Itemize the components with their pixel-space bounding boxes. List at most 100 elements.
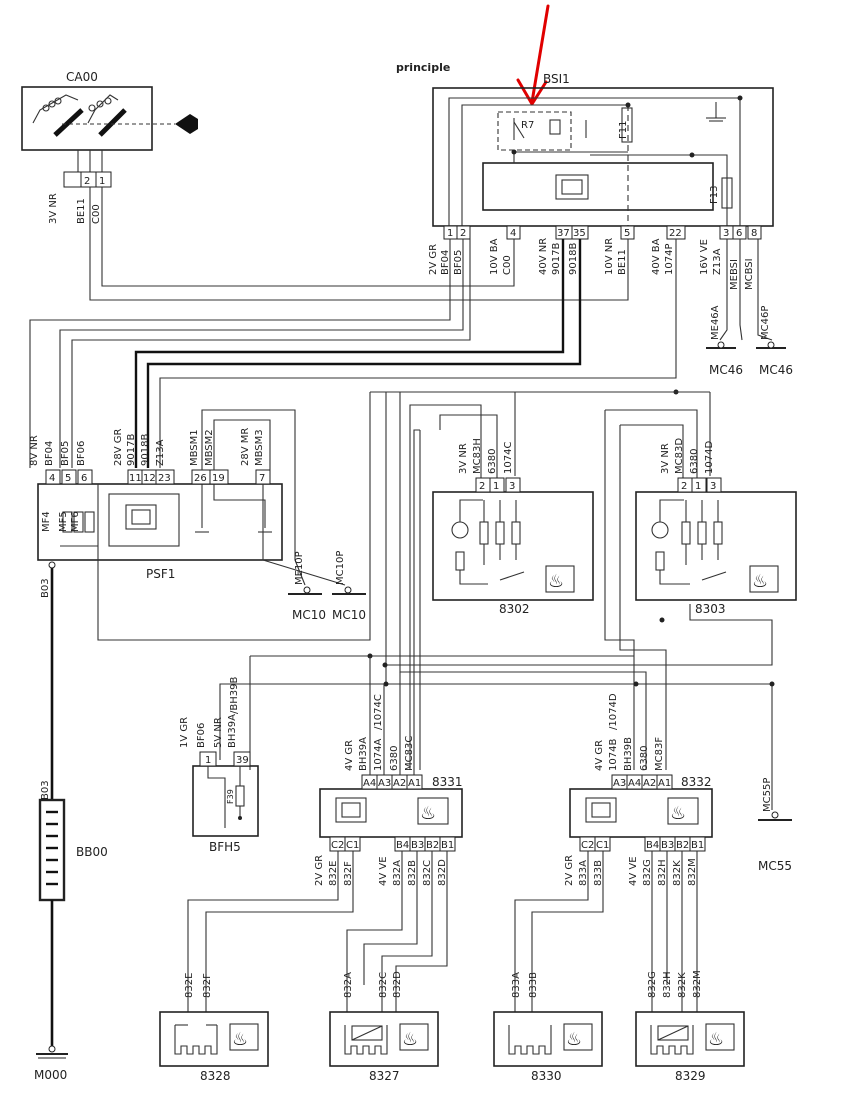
ca00-wire-c00: C00 (91, 204, 102, 224)
ca00-connector: 2 1 3V NR BE11 C00 (48, 171, 112, 224)
c8328-label: 8328 (200, 1069, 231, 1083)
psf1-wire-9018b: 9018B (140, 434, 151, 466)
psf1-pin-11: 11 (129, 473, 142, 484)
c8332-spec-top: 4V GR (594, 740, 605, 771)
bfh5-wire-bh39b: /BH39B (229, 677, 240, 714)
psf1-spec-28v-gr: 28V GR (113, 429, 124, 466)
psf1-pin-4: 4 (49, 473, 55, 484)
c8331-wire-mc83c: MC83C (404, 736, 415, 771)
mf5-label: MF5 (58, 511, 69, 532)
c8303-pin-2: 2 (681, 481, 687, 492)
psf1-wire-bf05: BF05 (60, 441, 71, 466)
bsi1-wire-1074p: 1074P (664, 244, 675, 275)
c8332-wire-832k: 832K (672, 860, 683, 886)
psf1-wire-mbsm1: MBSM1 (189, 429, 200, 466)
c8303-wire-6380: 6380 (689, 449, 700, 474)
c8332-wire-833b: 833B (593, 860, 604, 886)
bsi1-label: BSI1 (543, 72, 570, 86)
c8329-wire-832g: 832G (647, 971, 658, 998)
bsi1-wire-mebsi: MEBSI (729, 259, 740, 290)
bfh5-spec-1v-gr: 1V GR (179, 717, 190, 748)
central-harness: MC55P MC55 (97, 391, 792, 873)
psf1-component: MF4 MF5 MF6 PSF1 (37, 483, 283, 581)
c8302-pin-1: 1 (493, 481, 499, 492)
c8302-wire-mc83h: MC83H (472, 438, 483, 474)
c8332-wire-6380: 6380 (639, 746, 650, 771)
bfh5-label: BFH5 (209, 840, 241, 854)
c8332-wire-1074b: 1074B (608, 739, 619, 771)
seat-heater-icon-8329: ♨ (708, 1029, 724, 1050)
c8332-wire-832m: 832M (687, 858, 698, 886)
bsi1-wire-c00: C00 (502, 255, 513, 275)
c8332-pin-a2: A2 (643, 778, 656, 789)
c8327-wire-832c: 832C (378, 972, 389, 998)
psf1-pin-5: 5 (65, 473, 71, 484)
c8332-wire-832h: 832H (657, 859, 668, 886)
c8332-pin-b2: B2 (676, 840, 689, 851)
bfh5-wire-bf06: BF06 (196, 723, 207, 748)
c8327-label: 8327 (369, 1069, 400, 1083)
psf1-wire-b03: B03 (40, 578, 51, 598)
r7-label: R7 (521, 120, 534, 131)
bsi1-wire-9018b: 9018B (568, 243, 579, 275)
seat-heater-icon-8302: ♨ (548, 571, 564, 592)
c8332-wire-833a: 833A (578, 860, 589, 886)
c8329-wire-832m: 832M (692, 970, 703, 998)
ca00-label: CA00 (66, 70, 98, 84)
f11-label: F11 (618, 121, 629, 139)
bsi1-pin-1: 1 (447, 228, 453, 239)
bsi1-spec-16v-ve: 16V VE (699, 239, 710, 275)
c8331-spec-right: 4V VE (378, 856, 389, 886)
c8330-component: 833A 833B ♨ 8330 (493, 972, 603, 1083)
c8303-wire-1074d: 1074D (704, 441, 715, 474)
bsi1-pin-2: 2 (460, 228, 466, 239)
mc46-ground-1: MC46 (709, 363, 743, 377)
mc46p-label: MC46P (760, 306, 771, 340)
c8331-pin-b2: B2 (426, 840, 439, 851)
bsi1-wire-bf04: BF04 (440, 250, 451, 275)
c8332-pin-a4: A4 (628, 778, 641, 789)
c8332-spec-right: 4V VE (628, 856, 639, 886)
c8332-wire-mc83f: MC83F (654, 737, 665, 771)
c8302-label: 8302 (499, 602, 530, 616)
c8303-wire-mc83d: MC83D (674, 438, 685, 474)
bsi1-wire-bf05: BF05 (453, 250, 464, 275)
c8331-wire-6380: 6380 (389, 746, 400, 771)
c8332-pin-b4: B4 (646, 840, 659, 851)
c8331-pin-c1: C1 (346, 840, 359, 851)
c8331-wire-832a: 832A (392, 860, 403, 886)
c8330-wire-833b: 833B (528, 972, 539, 998)
bsi1-pin-35: 35 (573, 228, 586, 239)
bsi1-pin-6: 6 (736, 228, 742, 239)
c8331-wire-832b: 832B (407, 860, 418, 886)
bsi1-pin-3: 3 (723, 228, 729, 239)
ca00-pin-2: 2 (84, 176, 90, 187)
c8331-pin-b3: B3 (411, 840, 424, 851)
c8332-pin-b1: B1 (691, 840, 704, 851)
mc46-ground-2: MC46 (759, 363, 793, 377)
c8331-wire-832f: 832F (343, 861, 354, 886)
principle-label: principle (396, 61, 450, 74)
bsi1-wire-9017b: 9017B (551, 243, 562, 275)
c8303-label: 8303 (695, 602, 726, 616)
psf1-pin-23: 23 (158, 473, 171, 484)
c8330-wire-833a: 833A (511, 972, 522, 998)
annotation-arrow (516, 4, 550, 106)
bsi1-spec-2v-gr: 2V GR (428, 244, 439, 275)
bsi1-wire-mcbsi: MCBSI (744, 258, 755, 290)
c8329-wire-832k: 832K (677, 972, 688, 998)
psf1-wire-9017b: 9017B (126, 434, 137, 466)
mc55p-label: MC55P (762, 778, 773, 812)
c8332-pin-a1: A1 (658, 778, 671, 789)
psf1-pin-6: 6 (81, 473, 87, 484)
bfh5-component: 1 39 F39 BFH5 1V GR BF06 5V NR BH39A /BH… (179, 677, 259, 854)
me10p-label: ME10P (294, 551, 305, 585)
c8303-pin-1: 1 (695, 481, 701, 492)
c8332-wire-1074d: /1074D (608, 693, 619, 730)
bsi1-spec-10v-nr: 10V NR (604, 238, 615, 275)
c8331-pin-b4: B4 (396, 840, 409, 851)
c8331-spec-left: 2V GR (314, 855, 325, 886)
f39-label: F39 (226, 789, 235, 804)
c8303-pin-3: 3 (710, 481, 716, 492)
bsi1-spec-40v-nr: 40V NR (538, 238, 549, 275)
